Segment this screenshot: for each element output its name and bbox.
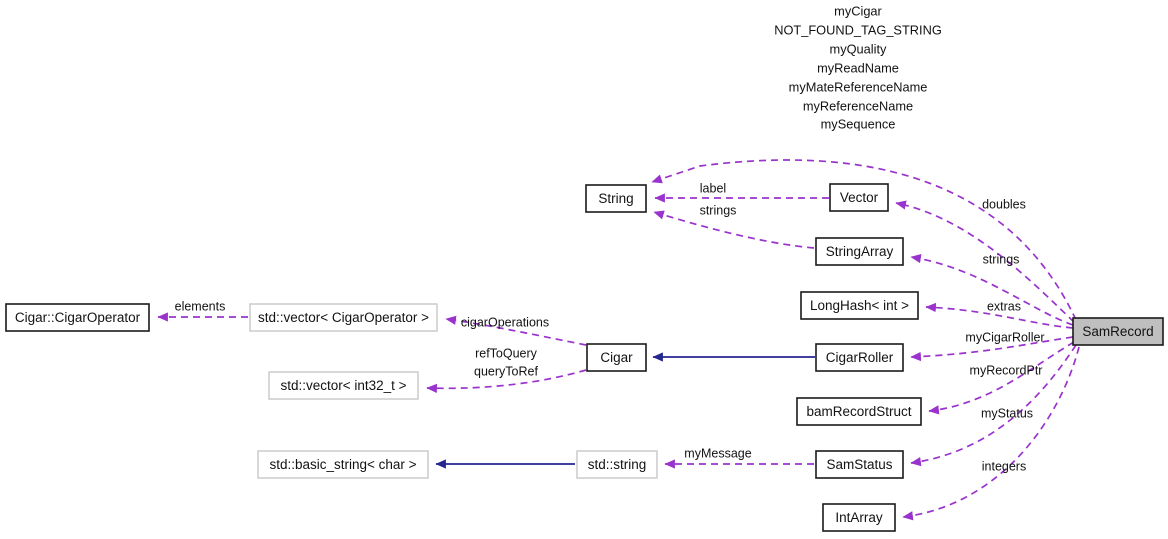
edge-label-strings-to-string: strings [700,203,737,217]
edge-label-doubles: doubles [982,197,1026,211]
node-std-string[interactable]: std::string [576,450,658,479]
field-label-mysequence: mySequence [821,116,896,131]
field-label-myreadname: myReadName [817,60,899,75]
edge-samstatus-to-stdstring: myMessage [664,446,814,469]
edge-samrecord-to-longhash: extras [925,299,1074,329]
node-std-basic-string-char[interactable]: std::basic_string< char > [257,450,429,479]
node-cigar-cigaroperator[interactable]: Cigar::CigarOperator [5,303,150,332]
edge-cigar-to-vector-cigaroperator: cigarOperations [445,315,587,346]
edge-samrecord-to-vector: doubles [895,197,1075,323]
edge-label-mystatus: myStatus [981,406,1033,420]
node-cigar[interactable]: Cigar [586,343,647,372]
edge-samrecord-to-intarray: integers [902,346,1080,521]
edge-samrecord-to-samstatus: myStatus [910,344,1077,467]
edge-samrecord-to-cigarroller: myCigarRoller [910,330,1074,362]
node-longhash-int[interactable]: LongHash< int > [800,291,919,320]
edge-label-cigaroperations: cigarOperations [461,315,549,329]
field-label-not-found-tag-string: NOT_FOUND_TAG_STRING [774,22,942,37]
edge-vector-to-string: label [654,181,829,203]
edge-label-querytoref: queryToRef [474,364,538,378]
node-samrecord[interactable]: SamRecord [1072,317,1164,346]
node-stringarray[interactable]: StringArray [815,237,904,266]
node-samstatus[interactable]: SamStatus [815,450,904,479]
edge-label-myrecordptr: myRecordPtr [970,363,1043,377]
edge-label-mycigarroller: myCigarRoller [965,330,1044,344]
edge-vector-to-cigaroperator: elements [157,299,248,322]
field-label-mycigar: myCigar [834,3,882,18]
edge-label-mymessage: myMessage [684,446,751,460]
edge-label-label: label [700,181,726,195]
node-intarray[interactable]: IntArray [822,503,896,532]
field-label-mymatereferencename: myMateReferenceName [789,79,928,94]
node-cigarroller[interactable]: CigarRoller [815,343,904,372]
samrecord-string-field-labels: myCigar NOT_FOUND_TAG_STRING myQuality m… [774,3,942,131]
edge-samrecord-to-stringarray: strings [910,252,1074,326]
node-string[interactable]: String [585,184,647,213]
field-label-myreferencename: myReferenceName [803,98,913,113]
node-vector[interactable]: Vector [829,183,889,212]
node-std-vector-cigaroperator[interactable]: std::vector< CigarOperator > [249,303,438,332]
node-bamrecordstruct[interactable]: bamRecordStruct [796,397,922,426]
edge-label-reftoquery: refToQuery [475,346,538,360]
edge-stringarray-to-string: strings [653,203,815,249]
node-std-vector-int32-t[interactable]: std::vector< int32_t > [268,371,419,400]
edge-cigar-to-vector-int32: refToQuery queryToRef [426,346,587,393]
edge-label-elements: elements [175,299,226,313]
field-label-myquality: myQuality [830,41,887,56]
edge-label-strings: strings [983,252,1020,266]
edge-label-extras: extras [987,299,1021,313]
